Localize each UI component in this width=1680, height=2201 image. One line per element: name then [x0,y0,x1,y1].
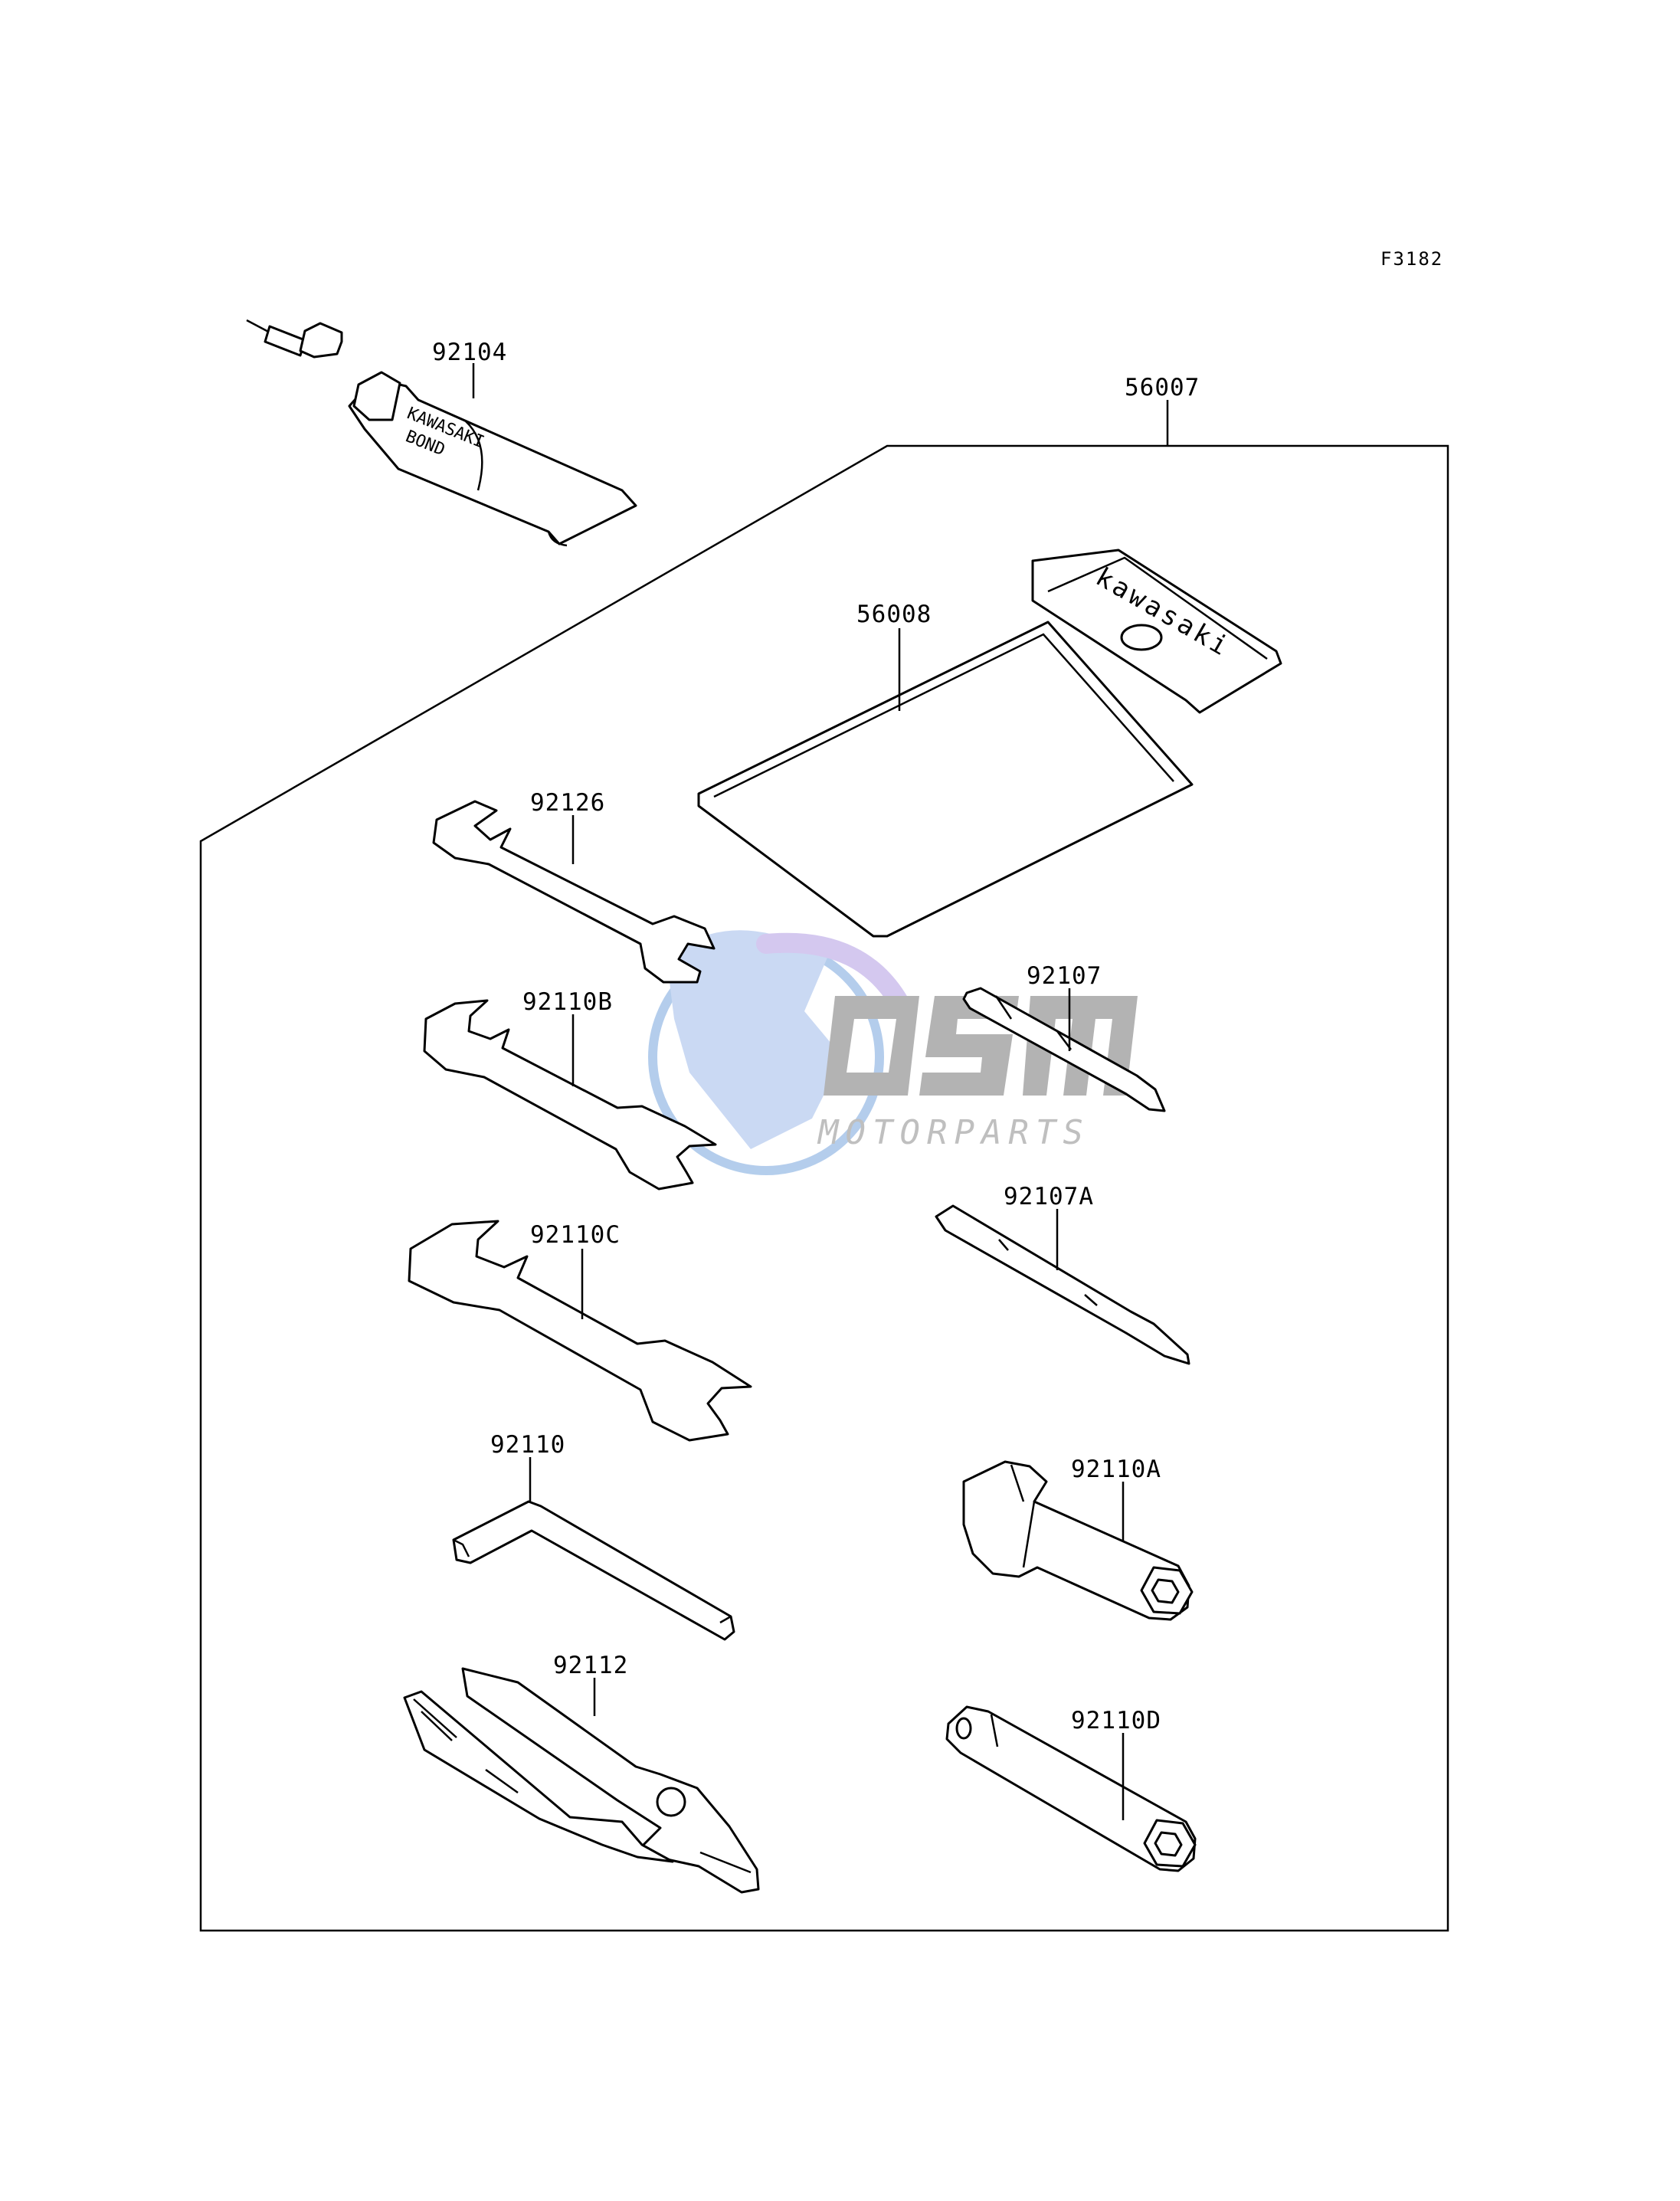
part-92110A-box-spanner [962,1460,1194,1621]
part-92112-pliers [403,1667,760,1894]
label-92104[interactable]: 92104 [432,339,507,366]
part-92110B-wrench [423,999,717,1191]
label-92112[interactable]: 92112 [553,1652,628,1679]
label-56008[interactable]: 56008 [856,601,932,628]
watermark-logo: MOTORPARTS [648,930,1138,1175]
label-92110[interactable]: 92110 [490,1431,565,1459]
part-92110C-wrench [408,1220,752,1442]
label-92110A[interactable]: 92110A [1071,1456,1161,1483]
label-92107[interactable]: 92107 [1027,962,1102,990]
part-92110D-tube-spanner [945,1705,1197,1872]
part-92107A-screwdriver [935,1204,1190,1365]
part-92104-bond-tube: KAWASAKI BOND [246,319,637,547]
toolkit-outline [199,444,1449,1932]
label-92107A[interactable]: 92107A [1004,1183,1094,1210]
globe-swoosh [756,932,914,1021]
label-92110D[interactable]: 92110D [1071,1707,1161,1734]
watermark-tagline: MOTORPARTS [817,1113,1090,1152]
label-92110B[interactable]: 92110B [522,988,613,1016]
leader-lines [472,363,1169,1820]
label-92126[interactable]: 92126 [530,789,605,817]
part-56008-pouch: kawasaki [697,549,1282,938]
part-92110-hex-key [452,1500,735,1641]
part-92126-wrench [432,800,716,984]
figure-code: F3182 [1380,248,1443,270]
label-92110C[interactable]: 92110C [530,1221,621,1249]
globe-continents [666,930,843,1149]
label-56007[interactable]: 56007 [1125,374,1200,401]
